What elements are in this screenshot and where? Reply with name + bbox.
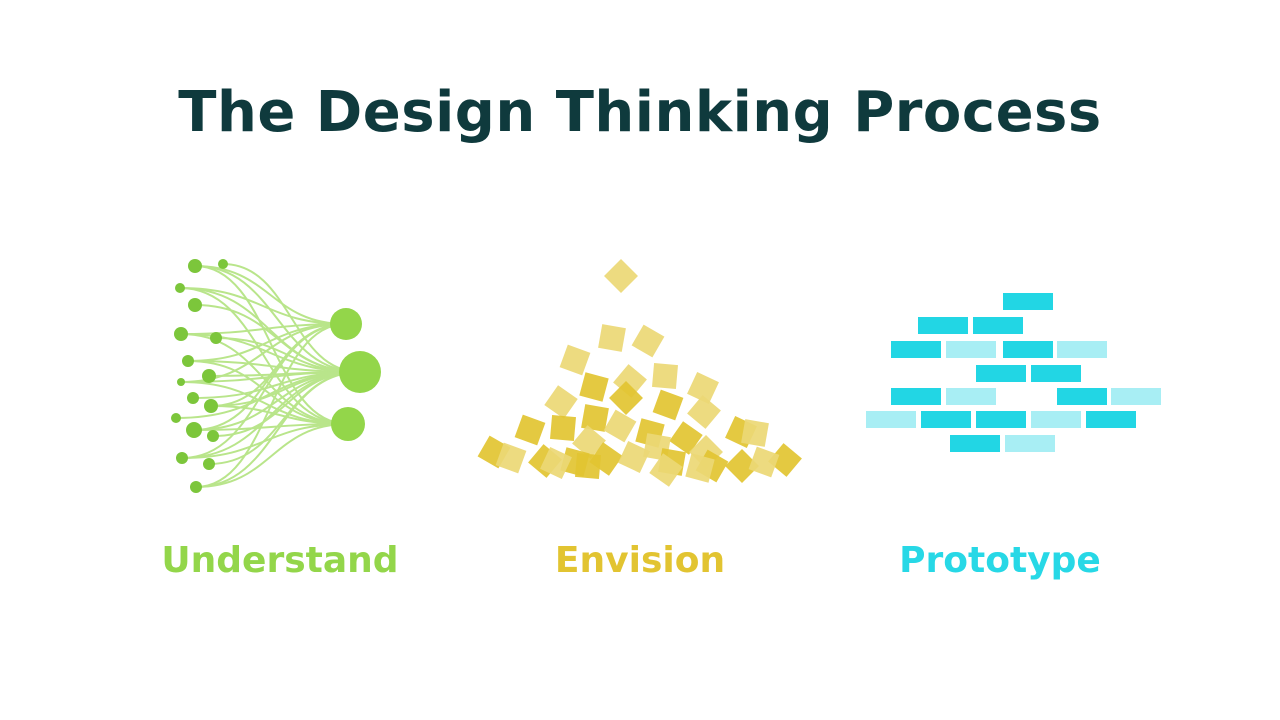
network-leaf-node: [171, 413, 181, 423]
network-link: [195, 423, 349, 488]
prototype-brick: [866, 411, 916, 428]
page-title: The Design Thinking Process: [178, 80, 1102, 145]
prototype-brick: [950, 435, 1000, 452]
network-link: [180, 323, 347, 335]
idea-square: [603, 409, 637, 443]
network-hub-node: [330, 308, 362, 340]
prototype-brick: [1057, 341, 1107, 358]
network-link: [194, 265, 347, 325]
network-leaf-node: [218, 259, 228, 269]
network-leaf-node: [174, 327, 188, 341]
idea-square: [604, 259, 638, 293]
network-leaf-node: [176, 452, 188, 464]
network-link: [222, 263, 361, 373]
network-link: [195, 323, 347, 488]
idea-square: [574, 452, 602, 480]
network-leaf-node: [182, 355, 194, 367]
network-link: [195, 371, 361, 488]
prototype-brick: [1003, 341, 1053, 358]
prototype-brick: [946, 388, 996, 405]
prototype-brick: [1031, 365, 1081, 382]
network-link: [194, 265, 349, 425]
idea-square: [609, 381, 643, 415]
network-leaf-node: [187, 392, 199, 404]
network-leaf-node: [175, 283, 185, 293]
network-leaf-node: [202, 369, 216, 383]
prototype-brick: [976, 365, 1026, 382]
idea-square: [687, 395, 721, 429]
idea-square: [514, 414, 546, 446]
prototype-brick: [946, 341, 996, 358]
prototype-brick: [1005, 435, 1055, 452]
prototype-brick: [1111, 388, 1161, 405]
idea-square: [598, 324, 626, 352]
idea-square: [540, 447, 572, 479]
prototype-brick: [1003, 293, 1053, 310]
stage-label-understand: Understand: [161, 540, 399, 581]
prototype-brick: [891, 388, 941, 405]
prototype-brick: [1057, 388, 1107, 405]
network-nodes-icon: [171, 259, 381, 493]
network-link: [175, 371, 361, 419]
prototype-brick: [891, 341, 941, 358]
idea-square: [669, 421, 703, 455]
prototype-brick: [973, 317, 1023, 334]
network-leaf-node: [190, 481, 202, 493]
idea-square: [618, 441, 650, 473]
network-leaf-node: [188, 298, 202, 312]
idea-square: [631, 324, 665, 358]
prototype-brick: [918, 317, 968, 334]
network-link: [179, 287, 349, 425]
network-hub-node: [331, 407, 365, 441]
network-leaf-node: [177, 378, 185, 386]
stage-label-envision: Envision: [554, 540, 726, 581]
idea-square: [549, 414, 577, 442]
scattered-squares-icon: [477, 259, 802, 487]
network-leaf-node: [204, 399, 218, 413]
prototype-brick: [1031, 411, 1081, 428]
idea-square: [579, 372, 609, 402]
network-link: [181, 323, 347, 459]
idea-square: [725, 449, 759, 483]
network-link: [181, 371, 361, 459]
prototype-brick: [921, 411, 971, 428]
network-link: [194, 265, 361, 373]
stage-label-prototype: Prototype: [899, 540, 1101, 581]
network-leaf-node: [210, 332, 222, 344]
idea-square: [559, 344, 591, 376]
network-links: [175, 263, 361, 488]
idea-square: [768, 443, 802, 477]
prototype-brick: [976, 411, 1026, 428]
idea-square: [685, 453, 715, 483]
idea-square: [748, 446, 780, 478]
idea-square: [651, 362, 679, 390]
idea-square: [741, 419, 769, 447]
network-leaf-node: [207, 430, 219, 442]
idea-square: [581, 404, 609, 432]
network-link: [179, 287, 347, 325]
prototype-brick: [1086, 411, 1136, 428]
idea-square: [495, 442, 527, 474]
network-leaf-node: [188, 259, 202, 273]
network-leaf-node: [203, 458, 215, 470]
network-leaf-node: [186, 422, 202, 438]
brick-wall-icon: [866, 293, 1161, 452]
network-link: [187, 360, 349, 425]
idea-square: [544, 385, 578, 419]
network-hub-node: [339, 351, 381, 393]
idea-square: [649, 453, 683, 487]
idea-square: [652, 389, 684, 421]
idea-square: [687, 372, 719, 404]
